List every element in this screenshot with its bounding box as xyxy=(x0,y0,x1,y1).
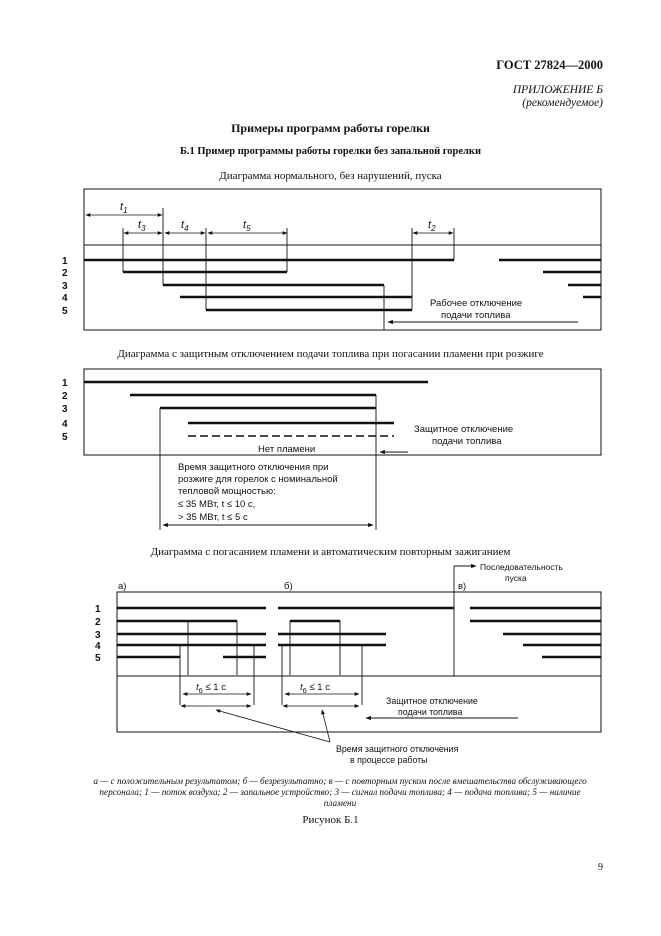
d2-note-line2: подачи топлива xyxy=(432,436,502,447)
d2-time-line: тепловой мощностью: xyxy=(178,486,276,497)
page-number: 9 xyxy=(598,862,603,873)
d3-sequence-line1: Последовательность xyxy=(480,562,563,572)
d2-time-line: > 35 МВт, t ≤ 5 с xyxy=(178,512,248,523)
d1-row-label: 1 xyxy=(62,256,68,267)
d2-row-label: 1 xyxy=(62,378,68,389)
appendix-title: ПРИЛОЖЕНИЕ Б xyxy=(512,84,603,96)
diagram3-caption: Диаграмма с погасанием пламени и автомат… xyxy=(150,546,511,558)
d1-row-label: 4 xyxy=(62,293,68,304)
t4-label: t4 xyxy=(181,219,189,233)
d2-time-line: розжиге для горелок с номинальной xyxy=(178,474,338,485)
d3-sequence-line2: пуска xyxy=(505,573,527,583)
figure-legend: а — с положительным результатом; б — без… xyxy=(93,776,587,808)
diagram2 xyxy=(83,368,602,530)
d2-note-line1: Защитное отключение xyxy=(414,424,513,435)
d3-bottom-line2: в процессе работы xyxy=(350,755,428,765)
d3-section-a: а) xyxy=(118,581,126,592)
d1-row-label: 2 xyxy=(62,268,68,279)
diagram3-frame xyxy=(116,591,602,733)
diagram2-frame xyxy=(83,368,602,456)
d2-row-label: 2 xyxy=(62,391,68,402)
d3-bottom-line1: Время защитного отключения xyxy=(336,744,459,754)
d3-row-label: 5 xyxy=(95,653,101,664)
diagram1-caption: Диаграмма нормального, без нарушений, пу… xyxy=(219,170,442,182)
diagram2-caption: Диаграмма с защитным отключением подачи … xyxy=(117,348,544,360)
diagram1 xyxy=(83,188,602,331)
d3-row-label: 3 xyxy=(95,630,101,641)
d3-note-line1: Защитное отключение xyxy=(386,696,478,706)
t2-label: t2 xyxy=(428,219,436,233)
d2-row-label: 5 xyxy=(62,432,68,443)
d1-note-line1: Рабочее отключение xyxy=(430,298,522,309)
section-title: Примеры программ работы горелки xyxy=(231,121,430,135)
d3-row-label: 2 xyxy=(95,617,101,628)
subsection-title: Б.1 Пример программы работы горелки без … xyxy=(179,146,482,157)
d1-note-line2: подачи топлива xyxy=(441,310,511,321)
d3-row-label: 1 xyxy=(95,604,101,615)
appendix-note: (рекомендуемое) xyxy=(522,97,603,109)
d3-section-b: б) xyxy=(284,581,293,592)
standard-number: ГОСТ 27824—2000 xyxy=(496,58,603,72)
d2-time-line: Время защитного отключения при xyxy=(178,462,329,473)
d2-row-label: 3 xyxy=(62,404,68,415)
d1-row-label: 3 xyxy=(62,281,68,292)
d3-row-label: 4 xyxy=(95,641,101,652)
d3-section-c: в) xyxy=(458,581,466,592)
appendix-label: ПРИЛОЖЕНИЕ Б (рекомендуемое) xyxy=(513,84,603,110)
d3-note-line2: подачи топлива xyxy=(398,707,462,717)
d1-row-label: 5 xyxy=(62,306,68,317)
d2-row-label: 4 xyxy=(62,419,68,430)
d2-no-flame: Нет пламени xyxy=(258,444,315,455)
diagram3 xyxy=(116,563,602,743)
t3-label: t3 xyxy=(138,219,146,233)
figure-caption: Рисунок Б.1 xyxy=(302,814,359,826)
t5-label: t5 xyxy=(243,219,251,233)
t1-label: t1 xyxy=(120,201,128,215)
d3-t6-left: t6 ≤ 1 с xyxy=(196,682,226,695)
d2-time-line: ≤ 35 МВт, t ≤ 10 с, xyxy=(178,499,255,510)
d3-t6-right: t6 ≤ 1 с xyxy=(300,682,330,695)
